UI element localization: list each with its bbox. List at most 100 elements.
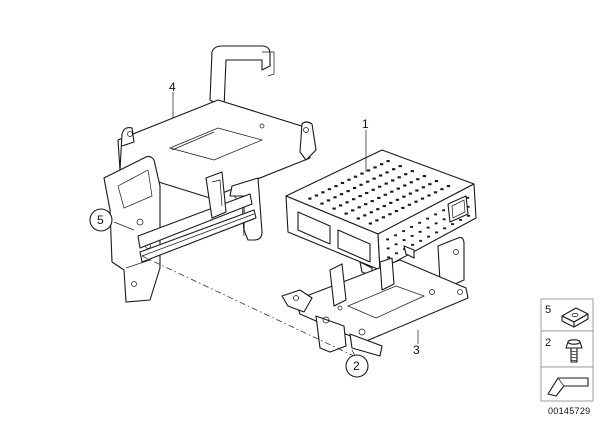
vent-slot	[351, 209, 355, 212]
vent-slot	[368, 222, 373, 225]
vent-slot	[442, 218, 446, 221]
vent-slot	[379, 163, 384, 166]
vent-slot	[378, 174, 383, 177]
vent-slot	[410, 170, 414, 173]
vent-slot	[451, 223, 455, 226]
vent-slot	[394, 210, 399, 213]
vent-slot	[410, 234, 414, 237]
vent-slot	[375, 219, 379, 222]
vent-slot	[321, 191, 325, 194]
vent-slot	[365, 191, 369, 195]
vent-slot	[418, 221, 422, 224]
vent-slot	[467, 214, 471, 217]
vent-slot	[364, 203, 368, 206]
vent-slot	[370, 200, 374, 203]
vent-slot	[408, 192, 413, 195]
callout-4: 4	[169, 80, 176, 94]
vent-slot	[360, 172, 364, 175]
callout-2-circle: 2	[345, 354, 369, 378]
vent-slot	[391, 179, 395, 182]
vent-slot	[435, 231, 439, 234]
vent-slot	[339, 193, 344, 196]
vent-slot	[332, 207, 336, 210]
vent-slot	[402, 230, 406, 233]
vent-slot	[344, 212, 348, 215]
vent-slot	[409, 181, 413, 184]
vent-slot	[395, 198, 400, 201]
vent-slot	[433, 191, 438, 194]
vent-slot	[326, 199, 331, 202]
vent-slot	[387, 256, 391, 259]
vent-slot	[402, 239, 406, 242]
vent-slot	[446, 185, 451, 188]
bolt-icon	[565, 339, 583, 363]
vent-slot	[414, 200, 418, 203]
vent-slot	[377, 196, 381, 199]
vent-slot	[346, 190, 350, 193]
callout-3: 3	[413, 343, 420, 357]
vent-slot	[372, 177, 376, 180]
vent-slot	[365, 180, 370, 183]
vent-slot	[419, 239, 423, 242]
vent-slot	[401, 206, 405, 209]
vent-slot	[420, 197, 425, 200]
vent-slot	[371, 188, 375, 191]
vent-slot	[398, 165, 402, 168]
legend-number-2: 2	[545, 337, 551, 349]
vent-slot	[327, 188, 332, 191]
vent-slot	[357, 206, 361, 209]
vent-slot	[394, 234, 398, 237]
vent-slot	[390, 190, 394, 193]
vent-slot	[407, 203, 412, 206]
vent-slot	[422, 175, 427, 178]
vent-slot	[334, 185, 338, 188]
vent-slot	[366, 169, 371, 172]
vent-slot	[434, 222, 438, 225]
legend-number-5: 5	[545, 304, 551, 316]
vent-slot	[397, 176, 401, 179]
vent-slot	[347, 178, 351, 181]
vent-slot	[434, 213, 438, 216]
insulation-strip-icon	[547, 377, 589, 397]
vent-slot	[358, 195, 362, 198]
vent-slot	[428, 183, 432, 186]
vent-slot	[352, 186, 357, 190]
vent-slot	[383, 193, 387, 196]
vent-slot	[443, 227, 447, 230]
vent-slot	[434, 180, 439, 183]
vent-slot	[345, 201, 349, 204]
callout-5-circle: 5	[89, 208, 113, 232]
vent-slot	[386, 247, 390, 250]
vent-slot	[410, 225, 414, 228]
vent-slot	[421, 186, 426, 189]
vent-slot	[382, 205, 386, 208]
vent-slot	[459, 218, 463, 221]
vent-slot	[338, 204, 343, 207]
vent-slot	[404, 173, 408, 176]
vent-slot	[403, 184, 407, 187]
clip-nut-icon	[561, 307, 589, 328]
vent-slot	[386, 238, 390, 241]
parts-legend: 5 2	[540, 298, 594, 402]
vent-slot	[396, 187, 400, 190]
callout-5: 5	[97, 213, 104, 227]
vent-slot	[359, 183, 363, 186]
vent-slot	[373, 166, 377, 169]
vent-slot	[353, 175, 358, 178]
vent-slot	[395, 252, 399, 255]
vent-slot	[392, 168, 396, 171]
control-unit-box	[285, 149, 477, 277]
vent-slot	[418, 230, 422, 233]
document-number: 00145729	[548, 406, 590, 416]
vent-slot	[363, 214, 367, 217]
vent-slot	[376, 208, 380, 211]
callout-1: 1	[362, 117, 369, 131]
vent-slot	[320, 202, 324, 205]
vent-slot	[385, 171, 389, 174]
vent-slot	[369, 211, 373, 214]
vent-slot	[378, 185, 382, 188]
vent-slot	[386, 160, 390, 163]
upper-bracket	[117, 45, 317, 241]
vent-slot	[340, 181, 345, 185]
